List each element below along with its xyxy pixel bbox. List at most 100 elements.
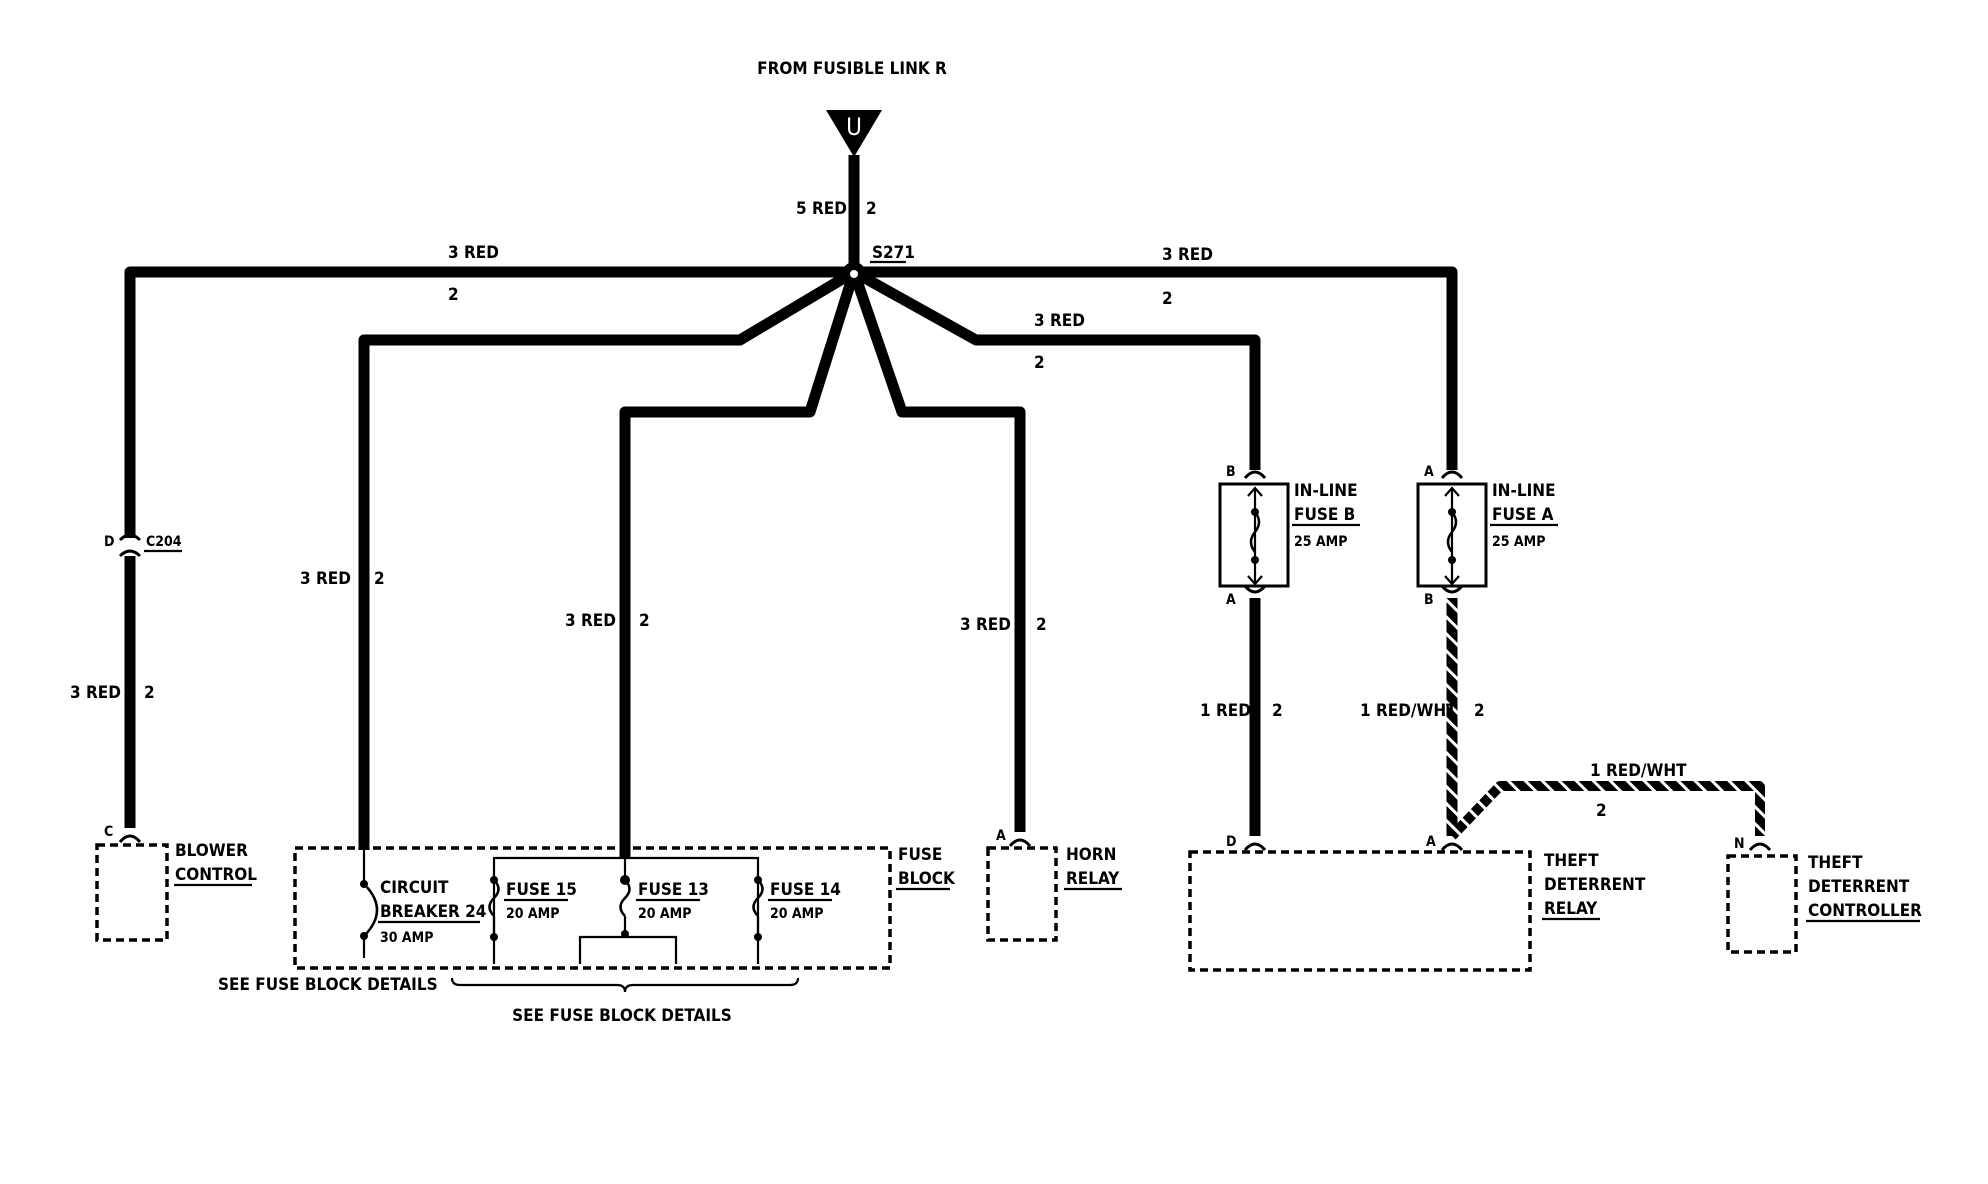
wire-inline-a-top-circuit: 2 <box>1162 289 1173 309</box>
theft-relay-terminal-d <box>1243 842 1267 852</box>
theft-controller-label-1: THEFT <box>1808 853 1863 873</box>
horn-terminal <box>1008 838 1032 848</box>
wire-inline-a-bottom-circuit: 2 <box>1474 701 1485 721</box>
inline-a-fuse-box <box>1416 482 1488 588</box>
breaker-arc <box>363 883 379 937</box>
wire-inline-a-top-gauge: 3 RED <box>1162 245 1213 265</box>
fuse15-rating: 20 AMP <box>506 906 559 922</box>
inline-a-node-bottom <box>1448 556 1456 564</box>
blower-terminal <box>118 834 142 844</box>
theft-controller-terminal <box>1748 842 1772 852</box>
horn-label-2: RELAY <box>1066 869 1120 889</box>
wire-inline-b-top-gauge: 3 RED <box>1034 311 1085 331</box>
inline-b-rating: 25 AMP <box>1294 534 1347 550</box>
splice-label: S271 <box>872 243 915 263</box>
wire-inline-a-top <box>854 266 1458 470</box>
fuse13-rating: 20 AMP <box>638 906 691 922</box>
wire-fuse13-circuit: 2 <box>639 611 650 631</box>
wire-horn-circuit: 2 <box>1036 615 1047 635</box>
wire-controller-gauge: 1 RED/WHT <box>1590 761 1687 781</box>
wire-breaker-circuit: 2 <box>374 569 385 589</box>
theft-controller-box <box>1726 854 1798 954</box>
fuse14-element <box>752 879 764 917</box>
fuse-block-box <box>293 846 892 970</box>
horn-pin: A <box>996 828 1006 844</box>
inline-a-terminal-top <box>1440 470 1464 480</box>
c204-connector-lower <box>118 549 142 558</box>
inline-b-label-1: IN-LINE <box>1294 481 1358 501</box>
fuse-block-note-2: SEE FUSE BLOCK DETAILS <box>512 1006 732 1026</box>
theft-controller-pin: N <box>1734 836 1745 852</box>
inline-a-pin-top: A <box>1424 464 1434 480</box>
c204-label: C204 <box>146 534 182 550</box>
fuse-block-label-1: FUSE <box>898 845 942 865</box>
wire-controller <box>1448 781 1765 840</box>
fuse14-label: FUSE 14 <box>770 880 841 900</box>
theft-relay-label-3: RELAY <box>1544 899 1598 919</box>
wire-main-gauge: 5 RED <box>796 199 847 219</box>
inline-a-element <box>1446 511 1458 553</box>
inline-b-terminal-bottom <box>1243 584 1267 594</box>
wire-blower-lower-gauge: 3 RED <box>70 683 121 703</box>
inline-b-arrow-top <box>1247 486 1263 497</box>
wire-fuse13-gauge: 3 RED <box>565 611 616 631</box>
wire-breaker-gauge: 3 RED <box>300 569 351 589</box>
theft-relay-label-2: DETERRENT <box>1544 875 1646 895</box>
inline-b-label-2: FUSE B <box>1294 505 1355 525</box>
blower-label-1: BLOWER <box>175 841 248 861</box>
c204-pin: D <box>104 534 114 550</box>
wire-horn-gauge: 3 RED <box>960 615 1011 635</box>
theft-relay-label-1: THEFT <box>1544 851 1599 871</box>
inline-b-arrow-bottom <box>1247 575 1263 586</box>
wire-inline-b-bottom-gauge: 1 RED <box>1200 701 1251 721</box>
inline-a-arrow-top <box>1444 486 1460 497</box>
blower-pin: C <box>104 824 113 840</box>
wire-inline-a-bottom-gauge: 1 RED/WHT <box>1360 701 1457 721</box>
c204-connector-upper <box>118 533 142 542</box>
fuse13-element <box>619 879 631 917</box>
wire-blower <box>124 266 854 538</box>
inline-a-label-1: IN-LINE <box>1492 481 1556 501</box>
source-connector-triangle <box>826 110 882 157</box>
wire-blower-top-gauge: 3 RED <box>448 243 499 263</box>
inline-b-pin-bottom: A <box>1226 592 1236 608</box>
fuse13-label: FUSE 13 <box>638 880 709 900</box>
theft-controller-label-3: CONTROLLER <box>1808 901 1922 921</box>
blower-control-box <box>95 843 169 942</box>
horn-relay-box <box>986 846 1058 942</box>
inline-a-pin-bottom: B <box>1424 592 1434 608</box>
horn-label-1: HORN <box>1066 845 1116 865</box>
wire-horn <box>848 270 1026 832</box>
breaker-label-1: CIRCUIT <box>380 878 449 898</box>
wire-blower-lower-circuit: 2 <box>144 683 155 703</box>
wire-inline-b-top-circuit: 2 <box>1034 353 1045 373</box>
source-connector-label: U <box>846 113 862 141</box>
theft-relay-box <box>1188 850 1532 972</box>
splice-s271-center <box>850 270 858 278</box>
wire-controller-circuit: 2 <box>1596 801 1607 821</box>
inline-a-terminal-bottom <box>1440 584 1464 594</box>
fuse14-rating: 20 AMP <box>770 906 823 922</box>
fuse15-element <box>488 879 500 917</box>
inline-b-element <box>1249 511 1261 553</box>
fuse15-label: FUSE 15 <box>506 880 577 900</box>
inline-a-arrow-bottom <box>1444 575 1460 586</box>
breaker-rating: 30 AMP <box>380 930 433 946</box>
inline-b-terminal-top <box>1243 470 1267 480</box>
wire-fuse13 <box>619 270 860 858</box>
theft-relay-terminal-a <box>1440 842 1464 852</box>
fuse-block-label-2: BLOCK <box>898 869 956 889</box>
wire-main-circuit: 2 <box>866 199 877 219</box>
inline-a-rating: 25 AMP <box>1492 534 1545 550</box>
source-label: FROM FUSIBLE LINK R <box>757 59 947 79</box>
inline-b-node-bottom <box>1251 556 1259 564</box>
theft-relay-pin-a: A <box>1426 834 1436 850</box>
theft-relay-pin-d: D <box>1226 834 1236 850</box>
wire-inline-b-top <box>851 267 1261 470</box>
fuse-block-note-1: SEE FUSE BLOCK DETAILS <box>218 975 438 995</box>
fuse13-loop <box>578 935 678 964</box>
inline-a-label-2: FUSE A <box>1492 505 1554 525</box>
wire-inline-b-bottom-circuit: 2 <box>1272 701 1283 721</box>
inline-b-pin-top: B <box>1226 464 1236 480</box>
